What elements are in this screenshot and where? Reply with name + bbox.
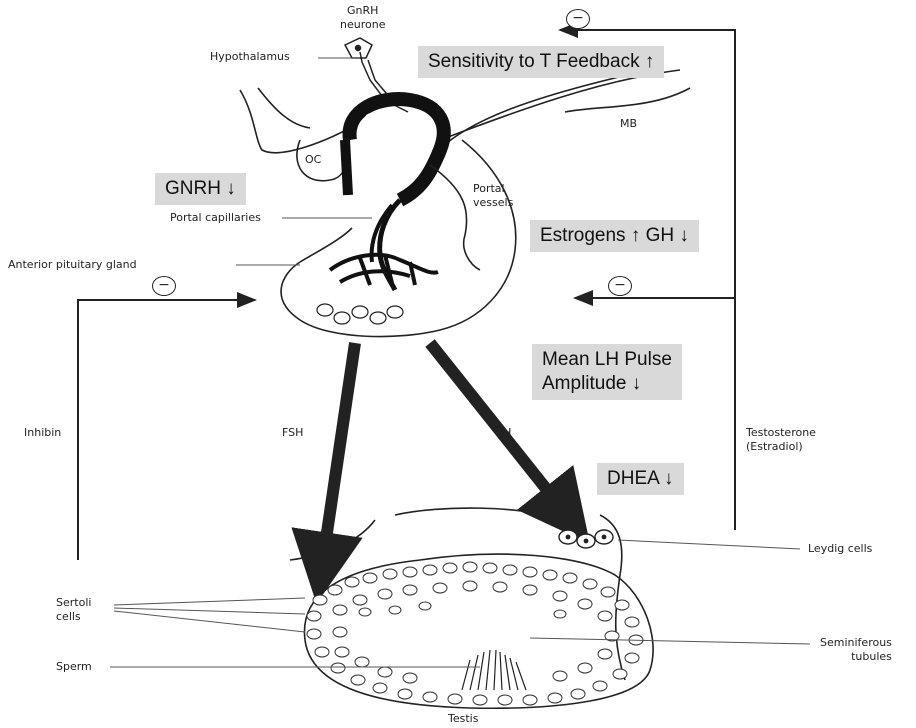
fsh-arrow xyxy=(320,343,355,580)
oc-label: OC xyxy=(305,153,321,167)
estrogens-callout: Estrogens ↑ GH ↓ xyxy=(530,220,699,252)
minus-sign-top: − xyxy=(566,9,590,29)
mean-lh-callout: Mean LH Pulse Amplitude ↓ xyxy=(532,344,682,400)
portal-vessels-label: Portal vessels xyxy=(473,182,513,210)
gnrh-callout: GNRH ↓ xyxy=(155,173,246,205)
seminiferous-tubules-label: Seminiferous tubules xyxy=(820,636,892,664)
testis-label: Testis xyxy=(448,712,478,726)
leader-lines xyxy=(110,58,810,667)
pituitary-plexus xyxy=(330,255,438,285)
inhibin-label: Inhibin xyxy=(24,426,61,440)
lh-label: LH xyxy=(497,426,511,440)
capillary-holes xyxy=(365,108,435,155)
minus-sign-left: − xyxy=(152,276,176,296)
dhea-callout: DHEA ↓ xyxy=(597,463,684,495)
portal-capillaries-label: Portal capillaries xyxy=(170,211,261,225)
gnrh-neurone-label: GnRH neurone xyxy=(340,4,385,32)
testosterone-label: Testosterone (Estradiol) xyxy=(746,426,816,454)
pituitary-cells xyxy=(317,304,403,324)
anterior-pituitary-label: Anterior pituitary gland xyxy=(8,258,137,272)
sperm-label: Sperm xyxy=(56,660,92,674)
sensitivity-callout: Sensitivity to T Feedback ↑ xyxy=(418,46,664,78)
fsh-label: FSH xyxy=(282,426,303,440)
mb-label: MB xyxy=(620,117,637,131)
sertoli-cells-label: Sertoli cells xyxy=(56,596,91,624)
minus-sign-right: − xyxy=(608,276,632,296)
leydig-cells-label: Leydig cells xyxy=(808,542,872,556)
seminiferous-cells xyxy=(307,562,643,705)
sperm-tails xyxy=(462,650,526,690)
hypothalamus-label: Hypothalamus xyxy=(210,50,290,64)
